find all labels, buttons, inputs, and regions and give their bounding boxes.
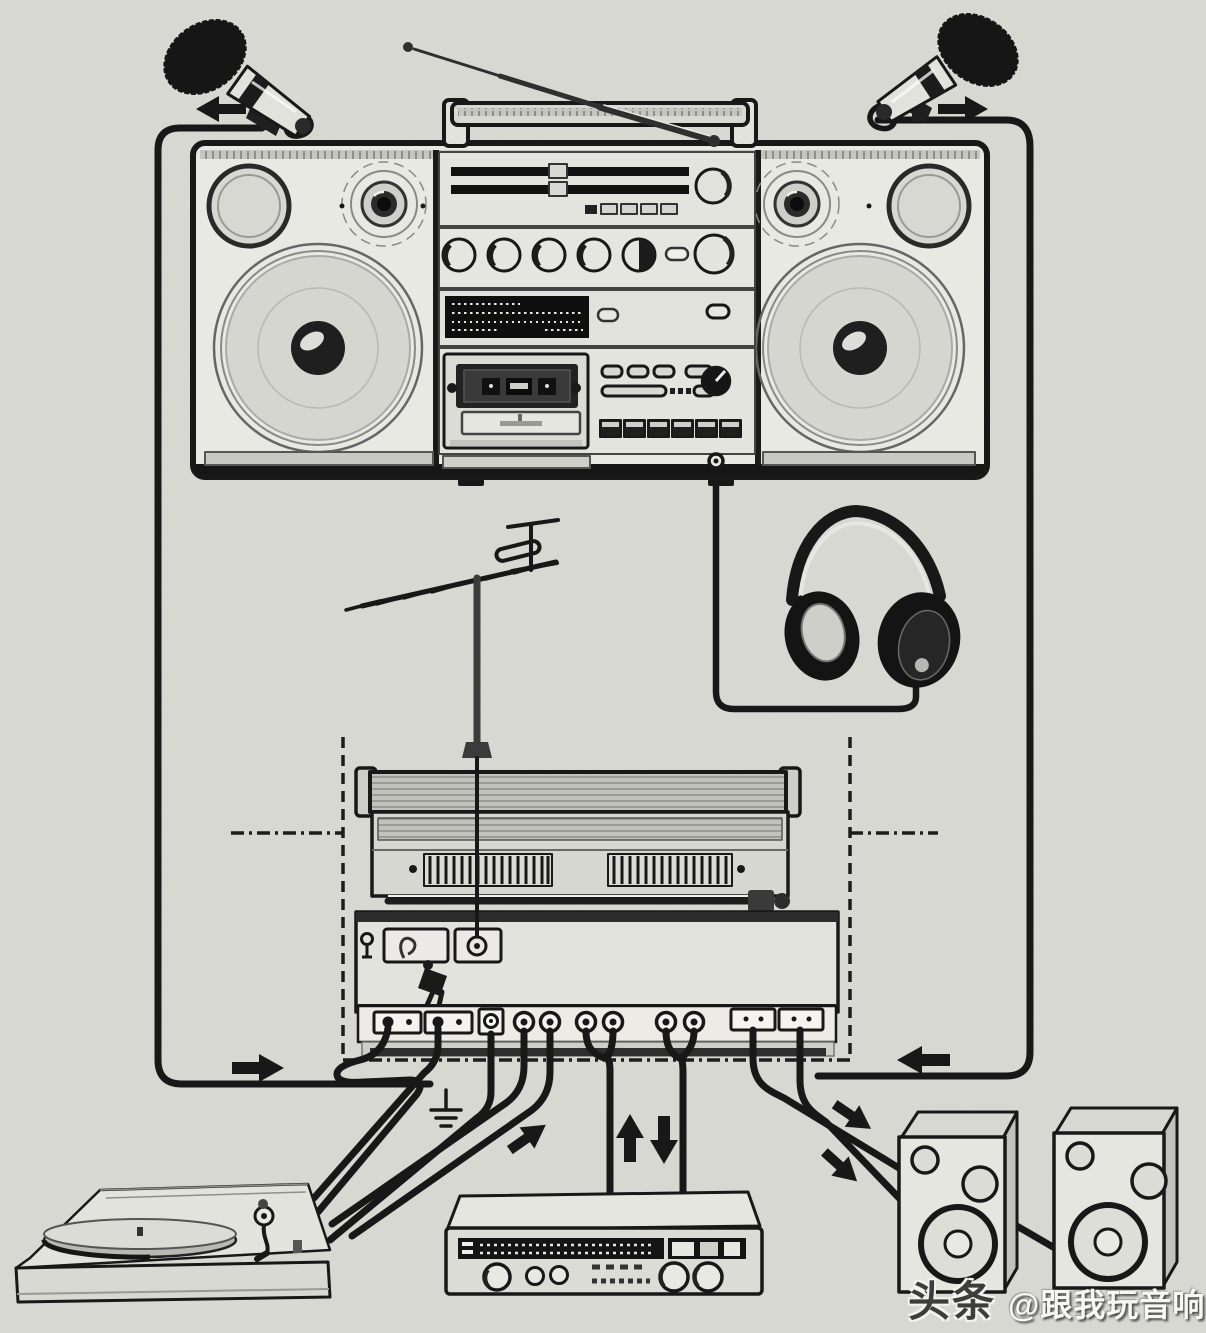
earth-ground-symbol bbox=[429, 1088, 463, 1128]
rear-view-dashed-outline bbox=[231, 737, 938, 1062]
headphones bbox=[784, 504, 961, 688]
headband bbox=[786, 504, 946, 606]
left-midrange-ring bbox=[206, 163, 292, 249]
tuner-slider-handle-1 bbox=[548, 163, 568, 179]
amp-knobs bbox=[482, 1261, 724, 1293]
amp-dial-display bbox=[458, 1238, 664, 1259]
left-tweeter bbox=[341, 161, 427, 247]
speaker-left-top bbox=[899, 1110, 1019, 1140]
speaker-left bbox=[897, 1110, 1019, 1294]
right-mic-collar bbox=[914, 63, 946, 100]
small-button bbox=[664, 246, 690, 262]
tuner-slider-track-1 bbox=[451, 167, 689, 176]
tonearm bbox=[253, 1199, 302, 1262]
rear-vent-grille-left bbox=[423, 853, 553, 887]
antenna-dipole bbox=[494, 518, 560, 573]
phono-cable-left bbox=[328, 1027, 528, 1228]
turntable-cable-b bbox=[310, 1024, 442, 1202]
rear-handle-bar bbox=[368, 770, 788, 814]
dial-side-button bbox=[705, 303, 731, 320]
left-mic-collar bbox=[237, 73, 270, 109]
arrow-speaker1-icon bbox=[831, 1100, 872, 1129]
right-midrange-ring bbox=[886, 163, 972, 249]
rca-jacks bbox=[512, 1010, 706, 1034]
rear-screw-left bbox=[409, 865, 417, 873]
rear-vent-grille-right bbox=[607, 853, 733, 887]
fm-antenna bbox=[344, 518, 560, 942]
rear-key-glyph bbox=[360, 932, 374, 959]
boombox-center-controls bbox=[438, 151, 756, 470]
connection-cables bbox=[310, 1024, 1057, 1251]
right-tweeter bbox=[754, 161, 840, 247]
left-mic-body bbox=[226, 64, 311, 138]
platter bbox=[41, 1218, 238, 1260]
tuner-slider-track-2 bbox=[451, 185, 689, 194]
arrow-up-icon bbox=[616, 1114, 644, 1162]
left-mic-windscreen bbox=[163, 19, 247, 95]
speaker-right-top bbox=[1053, 1106, 1179, 1136]
center-bottom-trim bbox=[442, 455, 591, 469]
arrow-bottom-left-right-icon bbox=[232, 1054, 284, 1082]
speaker-right bbox=[1052, 1106, 1179, 1290]
left-earcup bbox=[784, 591, 860, 681]
phono-cable-right bbox=[348, 1027, 554, 1240]
ground-terminal bbox=[477, 1007, 505, 1036]
carry-handle bbox=[442, 98, 758, 148]
receiver-amplifier bbox=[444, 1190, 764, 1296]
microphone-right bbox=[867, 11, 1020, 132]
right-earcup bbox=[877, 592, 961, 688]
arrow-speaker2-icon bbox=[821, 1148, 858, 1182]
amp-top-face bbox=[445, 1190, 762, 1232]
cassette-deck bbox=[442, 352, 590, 450]
amp-cable-2 bbox=[662, 1027, 698, 1200]
right-mic-windscreen bbox=[937, 13, 1019, 87]
right-mic-connector bbox=[876, 104, 892, 120]
arrow-left-icon bbox=[196, 96, 246, 122]
right-woofer bbox=[754, 242, 966, 454]
band-buttons bbox=[585, 203, 678, 215]
speaker-cable-1 bbox=[749, 1026, 903, 1172]
ground-cable bbox=[326, 1030, 495, 1244]
speaker-cable-2 bbox=[796, 1026, 903, 1202]
turntable-plinth bbox=[14, 1260, 332, 1304]
right-mic-body bbox=[876, 55, 958, 124]
arrow-bottom-right-left-icon bbox=[897, 1046, 950, 1074]
left-mic-connector bbox=[295, 118, 311, 134]
boombox-foot-left bbox=[458, 476, 484, 486]
antenna-mast-foot bbox=[462, 742, 492, 758]
amp-display-right-block bbox=[668, 1238, 746, 1259]
boombox-foot-right bbox=[708, 476, 734, 486]
cassette-screw-right bbox=[571, 383, 581, 393]
boombox-rear-panel bbox=[354, 766, 840, 1057]
rear-upper-band bbox=[377, 817, 783, 841]
boombox-left-speaker-panel bbox=[204, 161, 434, 466]
screw-terminal-1 bbox=[372, 1010, 423, 1035]
rear-screw-right bbox=[737, 865, 745, 873]
cassette-screw-left bbox=[447, 383, 457, 393]
headphone-cable bbox=[712, 466, 920, 713]
arrow-turntable-upright-icon bbox=[506, 1124, 546, 1155]
piano-key-buttons bbox=[599, 419, 742, 438]
arrow-down-icon bbox=[650, 1116, 678, 1164]
dial-lamp-button bbox=[596, 307, 620, 323]
signal-loop-right-line bbox=[814, 116, 1034, 1080]
telescopic-antenna bbox=[403, 42, 720, 147]
radio-dial-display bbox=[445, 296, 731, 338]
stored-cord bbox=[399, 936, 417, 959]
microphone-left bbox=[162, 17, 314, 139]
arrow-right-icon bbox=[938, 96, 988, 122]
tone-knobs bbox=[441, 233, 735, 275]
right-bottom-trim bbox=[762, 451, 976, 466]
left-bottom-trim bbox=[204, 451, 434, 466]
stored-rod-antenna bbox=[384, 890, 790, 912]
deck-control-buttons bbox=[599, 364, 742, 438]
boombox-front bbox=[190, 42, 990, 486]
turntable bbox=[14, 1182, 332, 1304]
screw-terminal-2 bbox=[423, 1010, 474, 1035]
signal-loop-left-line bbox=[154, 124, 434, 1088]
tuner-slider-handle-2 bbox=[548, 181, 568, 197]
left-woofer bbox=[212, 242, 424, 454]
amp-cable-1 bbox=[582, 1027, 617, 1200]
